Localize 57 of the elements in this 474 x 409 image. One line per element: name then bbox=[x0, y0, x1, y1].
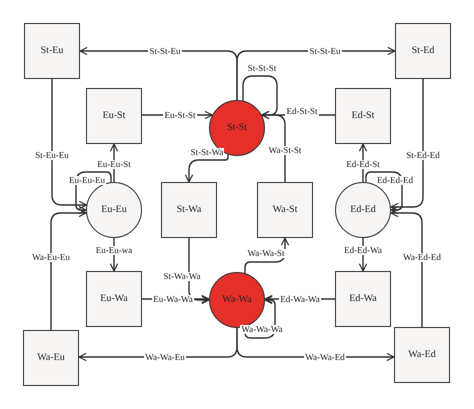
edge-label: Wa-Ed-Ed bbox=[402, 252, 442, 262]
node-label: Ed-St bbox=[352, 110, 374, 122]
edge-label: Eu-Eu-Eu bbox=[68, 176, 106, 184]
edge-label: Ed-Ed-St bbox=[345, 160, 381, 168]
edge-label: Wa-Wa-Ed bbox=[304, 352, 346, 362]
arrow bbox=[51, 79, 88, 210]
edge-label: St-Ed-Ed bbox=[405, 150, 441, 160]
node-label: Wa-Ed bbox=[408, 348, 436, 362]
edge-label: Ed-St-St bbox=[285, 106, 318, 116]
arrow bbox=[244, 237, 290, 274]
arrow bbox=[50, 208, 87, 330]
edge-label: St-St-Wa bbox=[190, 148, 224, 156]
node-label: St-Eu bbox=[40, 44, 64, 58]
edge-label: Eu-St-St bbox=[163, 110, 196, 120]
arrow bbox=[365, 171, 403, 214]
node-label: Eu-Eu bbox=[101, 204, 127, 216]
arrow bbox=[261, 110, 286, 182]
node-label: St-St bbox=[226, 122, 247, 134]
state-box bbox=[335, 271, 391, 327]
state-box bbox=[257, 182, 313, 238]
node-label: St-Ed bbox=[412, 44, 434, 58]
edge-label: Ed-Ed-Wa bbox=[343, 246, 383, 254]
arrow bbox=[390, 79, 424, 212]
arrow bbox=[184, 154, 229, 183]
state-box bbox=[395, 23, 451, 79]
edge-label: St-Wa-Wa bbox=[162, 272, 202, 280]
state-box bbox=[161, 182, 217, 238]
node-label: Eu-St bbox=[102, 110, 126, 122]
node-label: St-Wa bbox=[176, 204, 202, 216]
edge-label: Wa-Wa-Eu bbox=[144, 352, 186, 362]
node-label: Wa-St bbox=[272, 204, 298, 216]
node-label: Wa-Wa bbox=[222, 294, 252, 306]
state-box bbox=[86, 88, 142, 144]
edge-label: Eu-Wa-Wa bbox=[152, 294, 194, 304]
state-box bbox=[335, 88, 391, 144]
state-box bbox=[24, 23, 80, 79]
state-box bbox=[86, 271, 142, 327]
edge-label: Ed-Wa-Wa bbox=[279, 294, 321, 304]
state-box bbox=[394, 327, 450, 383]
node-label: Ed-Ed bbox=[350, 204, 376, 216]
edge-label: St-St-Eu bbox=[308, 46, 342, 56]
arrow bbox=[75, 171, 112, 214]
edge-label: Wa-Wa-St bbox=[246, 248, 286, 258]
node-label: Wa-Eu bbox=[37, 352, 65, 364]
arrow bbox=[390, 208, 423, 327]
edge-label: St-St-Eu bbox=[148, 46, 182, 56]
edge-label: St-St-St bbox=[246, 64, 278, 72]
edge-label: Wa-Eu-Eu bbox=[31, 252, 71, 262]
node-label: Eu-Wa bbox=[100, 292, 128, 306]
node-label: Ed-Wa bbox=[349, 292, 377, 306]
edge-label: Wa-St-St bbox=[268, 146, 302, 154]
edge-label: St-Eu-Eu bbox=[34, 150, 70, 160]
edge-label: Wa-Wa-Wa bbox=[240, 324, 284, 334]
edge-label: Eu-Eu-wa bbox=[94, 246, 134, 254]
edge-label: Eu-Eu-St bbox=[96, 160, 132, 168]
edge-label: Ed-Ed-Ed bbox=[376, 176, 414, 184]
state-box bbox=[23, 330, 79, 386]
